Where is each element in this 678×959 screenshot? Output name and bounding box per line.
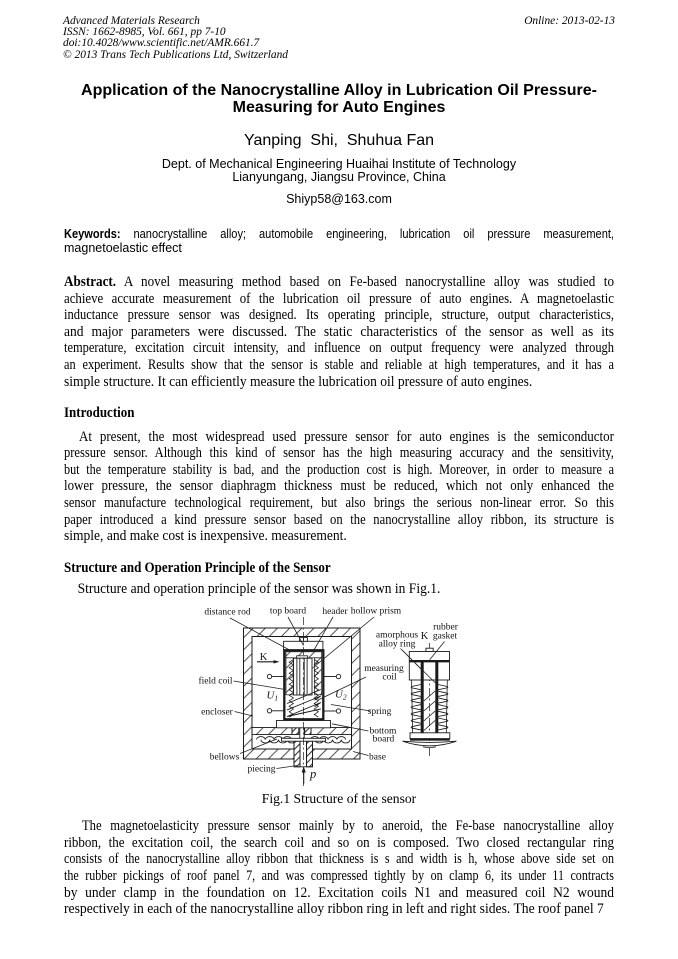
svg-text:piecing: piecing <box>248 765 276 775</box>
svg-text:gasket: gasket <box>433 632 458 642</box>
svg-text:bottom: bottom <box>370 727 398 737</box>
svg-text:spring: spring <box>368 707 392 717</box>
svg-text:field coil: field coil <box>198 676 232 687</box>
svg-text:hollow prism: hollow prism <box>351 607 402 617</box>
svg-text:K: K <box>260 652 268 663</box>
svg-text:amorphous: amorphous <box>376 631 419 641</box>
svg-text:alloy ring: alloy ring <box>379 640 416 650</box>
svg-text:K: K <box>421 631 429 642</box>
svg-text:bellows: bellows <box>210 753 240 763</box>
svg-text:top board: top board <box>270 607 306 617</box>
svg-text:encloser: encloser <box>201 708 233 718</box>
svg-text:base: base <box>369 753 386 763</box>
svg-text:U1: U1 <box>267 690 279 703</box>
svg-text:header: header <box>322 607 348 617</box>
svg-text:rubber: rubber <box>433 623 459 633</box>
svg-text:measuring: measuring <box>364 664 404 674</box>
svg-text:coil: coil <box>382 673 397 683</box>
svg-text:U2: U2 <box>335 689 347 702</box>
svg-text:distance rod: distance rod <box>204 608 250 618</box>
svg-text:p: p <box>309 767 316 781</box>
svg-text:board: board <box>373 735 395 745</box>
